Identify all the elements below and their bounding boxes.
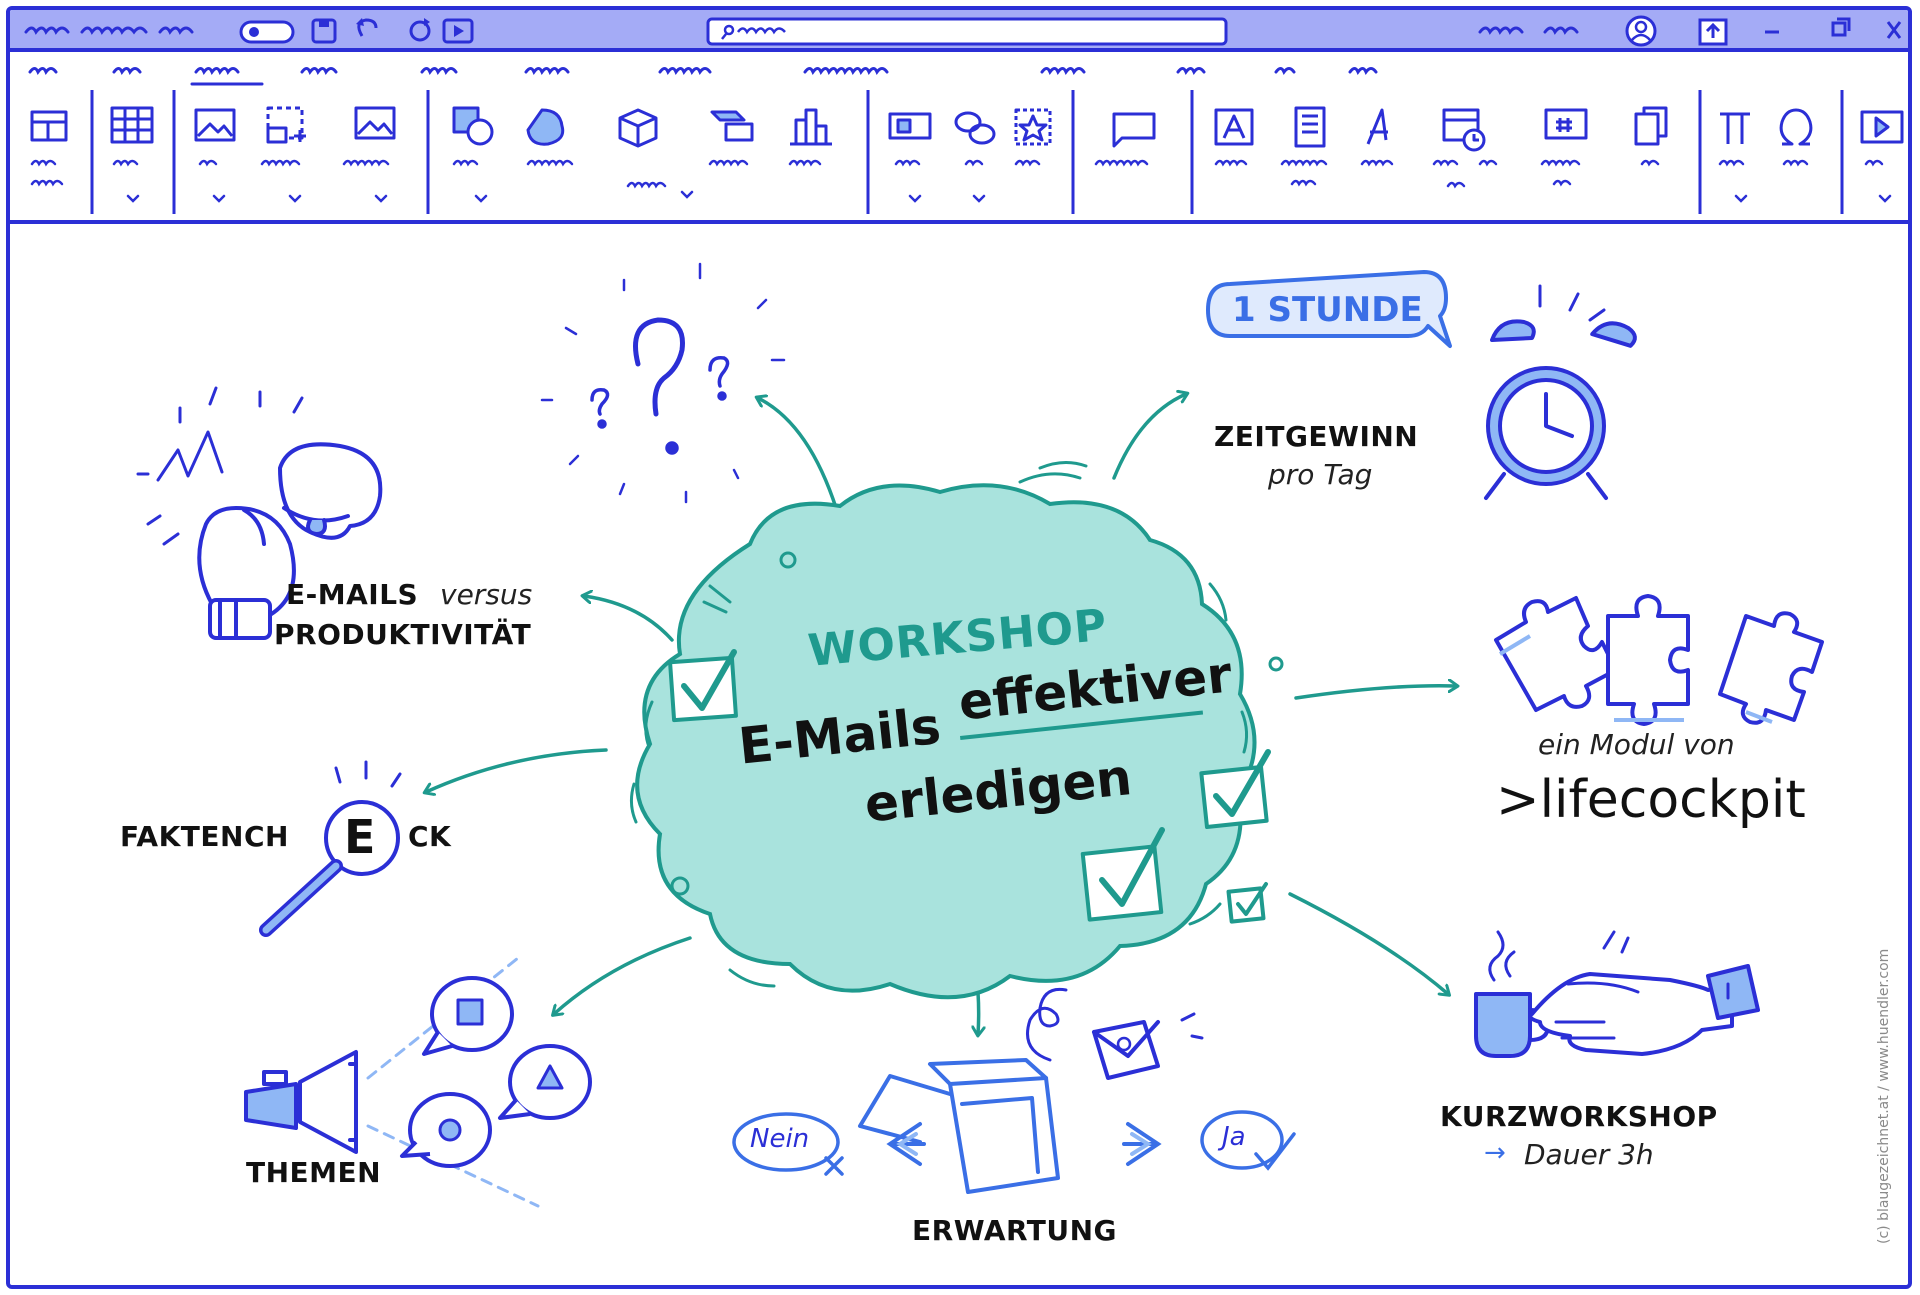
ribbon-tabs[interactable] bbox=[28, 67, 1378, 86]
emails-title-b: versus bbox=[440, 578, 533, 611]
app-window: (c) blaugezeichnet.at / www.huendler.com… bbox=[6, 6, 1912, 1289]
gift-box-icon bbox=[858, 987, 1204, 1194]
zeitgewinn-title: ZEITGEWINN bbox=[1214, 420, 1419, 453]
image-icon[interactable] bbox=[194, 108, 236, 142]
question-marks-icon bbox=[540, 262, 786, 504]
wordart-icon[interactable] bbox=[1366, 108, 1388, 145]
slide-number-icon[interactable] bbox=[1544, 108, 1588, 140]
nein-bubble bbox=[732, 1112, 926, 1176]
workshop-cloud bbox=[629, 461, 1284, 1000]
boxing-gloves-icon bbox=[136, 386, 383, 640]
one-hour-text: 1 STUNDE bbox=[1232, 290, 1423, 330]
one-hour-bubble bbox=[1206, 270, 1452, 348]
alarm-clock-icon bbox=[1484, 284, 1637, 500]
share-icon[interactable] bbox=[1698, 18, 1728, 46]
chart-icon[interactable] bbox=[790, 108, 832, 146]
lifecockpit-brand: >lifecockpit bbox=[1496, 770, 1806, 830]
table-icon[interactable] bbox=[110, 106, 154, 144]
header-footer-icon[interactable] bbox=[1294, 106, 1326, 148]
equation-icon[interactable] bbox=[1720, 112, 1750, 144]
nein-label: Nein bbox=[750, 1124, 810, 1154]
toggle-icon[interactable] bbox=[239, 20, 295, 44]
close-icon[interactable] bbox=[1886, 21, 1902, 39]
erwartung-title: ERWARTUNG bbox=[912, 1214, 1118, 1247]
puzzle-pieces-icon bbox=[1494, 594, 1824, 726]
link-icon[interactable] bbox=[954, 111, 996, 145]
ja-bubble bbox=[1122, 1110, 1296, 1171]
kurzworkshop-arrow: → bbox=[1484, 1138, 1506, 1168]
save-icon[interactable] bbox=[311, 18, 337, 44]
redo-icon[interactable] bbox=[409, 18, 431, 42]
search-box[interactable] bbox=[706, 17, 1228, 46]
checkbox-icons bbox=[668, 649, 1271, 924]
undo-icon[interactable] bbox=[356, 18, 378, 37]
slide-canvas: (c) blaugezeichnet.at / www.huendler.com… bbox=[10, 224, 1908, 1285]
title-bar bbox=[10, 10, 1908, 52]
date-time-icon[interactable] bbox=[1442, 108, 1486, 152]
object-icon[interactable] bbox=[1634, 106, 1668, 146]
textbox-icon[interactable] bbox=[1214, 108, 1254, 146]
symbol-icon[interactable] bbox=[1779, 108, 1813, 146]
ribbon-toolbar bbox=[10, 52, 1908, 224]
emails-title-c: PRODUKTIVITÄT bbox=[274, 618, 532, 651]
fakten-part-a: FAKTENCH bbox=[120, 820, 289, 853]
connector-arrows bbox=[426, 394, 1456, 1034]
restore-icon[interactable] bbox=[1831, 17, 1851, 37]
gallery-icon[interactable] bbox=[354, 106, 396, 140]
emails-title-a: E-MAILS bbox=[286, 578, 419, 611]
zeitgewinn-sub: pro Tag bbox=[1268, 458, 1373, 491]
speech-bubbles-icon bbox=[400, 976, 592, 1168]
fakten-part-b: E bbox=[344, 810, 376, 864]
kurzworkshop-sub: Dauer 3h bbox=[1524, 1138, 1654, 1171]
layout-icon[interactable] bbox=[30, 110, 68, 142]
icons-icon[interactable] bbox=[526, 108, 565, 146]
magnifier-icon bbox=[259, 760, 402, 937]
modul-sub: ein Modul von bbox=[1538, 728, 1735, 761]
fakten-part-c: CK bbox=[408, 820, 452, 853]
themen-title: THEMEN bbox=[246, 1156, 382, 1189]
credit-text: (c) blaugezeichnet.at / www.huendler.com bbox=[1876, 949, 1892, 1244]
screenshot-icon[interactable] bbox=[266, 106, 306, 144]
3d-model-icon[interactable] bbox=[618, 108, 658, 148]
media-icon[interactable] bbox=[888, 112, 932, 140]
present-icon[interactable] bbox=[442, 18, 474, 44]
smartart-icon[interactable] bbox=[710, 110, 754, 142]
megaphone-icon bbox=[244, 956, 540, 1208]
coffee-hand-icon bbox=[1474, 930, 1760, 1058]
video-icon[interactable] bbox=[1860, 110, 1904, 144]
action-icon[interactable] bbox=[1014, 108, 1052, 146]
account-icon[interactable] bbox=[1625, 15, 1657, 47]
ja-label: Ja bbox=[1222, 1122, 1246, 1152]
kurzworkshop-title: KURZWORKSHOP bbox=[1440, 1100, 1718, 1133]
shapes-icon[interactable] bbox=[452, 106, 494, 146]
comment-icon[interactable] bbox=[1112, 112, 1156, 148]
